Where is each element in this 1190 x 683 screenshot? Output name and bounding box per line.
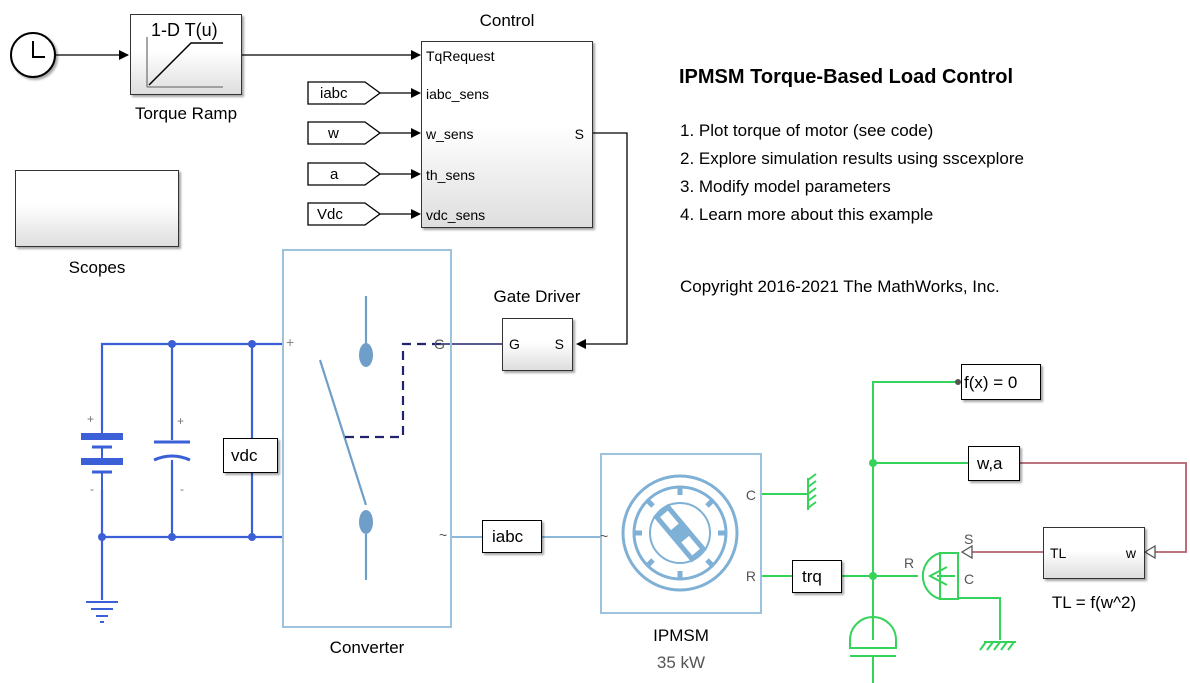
mechanical-wires: [762, 381, 1001, 640]
port-s-out: S: [574, 126, 584, 142]
gate-driver-s-port: S: [554, 336, 564, 352]
from-w[interactable]: w: [328, 125, 339, 142]
wire-control-to-gate-driver: [576, 132, 628, 349]
mech-reference-symbol: [807, 473, 817, 510]
ps-arrowheads: [960, 544, 1156, 560]
torque-source-symbol: [921, 552, 959, 600]
instruction-modify-parameters[interactable]: 3. Modify model parameters: [680, 177, 891, 196]
control-title: Control: [479, 11, 535, 30]
converter-ac-port: ~: [439, 527, 448, 543]
ramp-plot-icon: [146, 37, 223, 88]
clock-icon[interactable]: [10, 32, 56, 78]
converter-block[interactable]: [282, 249, 452, 628]
torque-source-s-port: S: [964, 531, 974, 547]
lookup-table-label: 1-D T(u): [151, 20, 218, 40]
inertia-symbol: [849, 616, 897, 683]
scopes-label: Scopes: [68, 258, 126, 277]
model-title: IPMSM Torque-Based Load Control: [679, 66, 1014, 88]
capacitor-minus-sign: -: [180, 482, 184, 496]
port-w-sens: w_sens: [426, 126, 474, 142]
battery-plus-sign: +: [87, 412, 95, 426]
battery-symbol: [81, 430, 123, 490]
solver-configuration-block[interactable]: f(x) = 0: [961, 364, 1041, 400]
converter-g-port: G: [434, 336, 445, 352]
ipmsm-r-port: R: [745, 568, 756, 584]
wa-goto-block[interactable]: w,a: [968, 446, 1020, 481]
capacitor-symbol: [153, 440, 191, 462]
copyright-notice: Copyright 2016-2021 The MathWorks, Inc.: [680, 277, 1000, 296]
torque-ramp-label: Torque Ramp: [134, 104, 238, 123]
instruction-plot-torque[interactable]: 1. Plot torque of motor (see code): [680, 121, 934, 140]
from-vdc[interactable]: Vdc: [317, 206, 343, 223]
iabc-goto-block[interactable]: iabc: [482, 520, 542, 553]
torque-source-r-port: R: [904, 555, 915, 571]
port-th-sens: th_sens: [426, 167, 476, 183]
vdc-goto-block[interactable]: vdc: [223, 438, 278, 473]
battery-minus-sign: -: [90, 482, 94, 496]
load-torque-label: TL = f(w^2): [1051, 593, 1137, 612]
from-tag-shapes: [307, 81, 382, 226]
capacitor-plus-sign: +: [177, 414, 185, 428]
solver-port-dot: [955, 379, 961, 385]
tl-out-port: w: [1125, 545, 1136, 561]
dc-ground-symbol: [86, 601, 118, 623]
converter-switch-symbol: [318, 296, 373, 580]
gate-driver-title: Gate Driver: [493, 287, 581, 306]
load-torque-block[interactable]: TL w: [1043, 527, 1145, 579]
motor-icon: [621, 474, 739, 592]
instruction-explore-results[interactable]: 2. Explore simulation results using ssce…: [680, 149, 1024, 168]
vdc-goto-label: vdc: [231, 446, 258, 465]
solver-label: f(x) = 0: [964, 373, 1018, 392]
control-subsystem[interactable]: TqRequest iabc_sens w_sens th_sens vdc_s…: [421, 41, 593, 228]
instruction-learn-more[interactable]: 4. Learn more about this example: [680, 205, 934, 224]
port-tqrequest: TqRequest: [426, 48, 495, 64]
gate-driver-g-port: G: [509, 336, 520, 352]
mech-reference-symbol-2: [979, 641, 1016, 651]
trq-goto-label: trq: [802, 567, 822, 586]
ipmsm-block[interactable]: C R ~: [600, 453, 762, 614]
torque-ramp-block[interactable]: 1-D T(u): [130, 14, 242, 95]
ipmsm-c-port: C: [745, 487, 756, 503]
ipmsm-label: IPMSM: [653, 626, 709, 645]
port-vdc-sens: vdc_sens: [426, 207, 486, 223]
physical-signal-wires: [970, 462, 1187, 553]
port-iabc-sens: iabc_sens: [426, 86, 490, 102]
gate-driver-block[interactable]: G S: [502, 318, 573, 371]
gate-dashed-line: [344, 342, 441, 439]
tl-in-port: TL: [1050, 545, 1067, 561]
ipmsm-ac-port: ~: [600, 528, 609, 544]
from-a[interactable]: a: [330, 166, 339, 183]
wa-goto-label: w,a: [977, 454, 1003, 473]
converter-plus-port: +: [286, 334, 295, 350]
from-iabc[interactable]: iabc: [320, 85, 348, 102]
dc-bus-junctions: [98, 340, 256, 541]
converter-label: Converter: [329, 638, 405, 657]
trq-goto-block[interactable]: trq: [792, 560, 842, 593]
mechanical-junctions: [869, 459, 877, 580]
scopes-subsystem[interactable]: [15, 170, 179, 247]
ipmsm-power-label: 35 kW: [656, 653, 706, 672]
torque-source-c-port: C: [964, 571, 975, 587]
iabc-goto-label: iabc: [492, 527, 524, 546]
